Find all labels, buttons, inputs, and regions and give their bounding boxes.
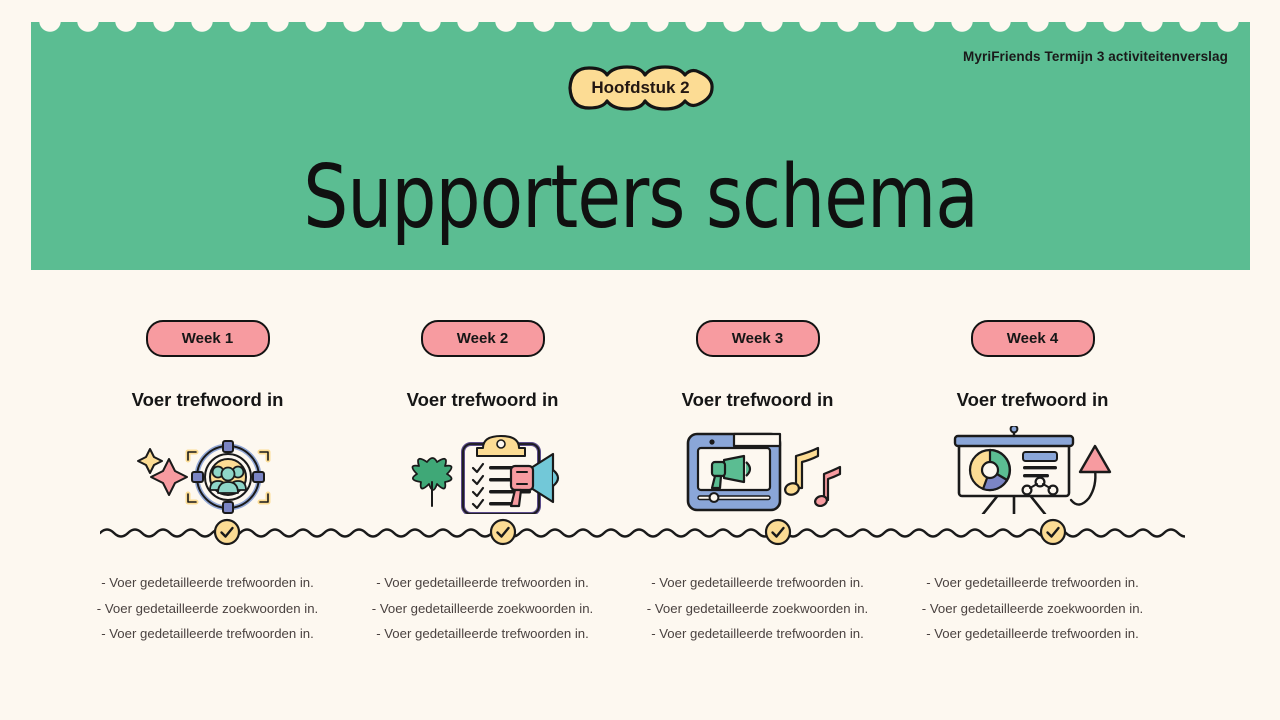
chapter-badge-label: Hoofdstuk 2	[591, 78, 690, 97]
bullet-item: - Voer gedetailleerde trefwoorden in.	[651, 626, 864, 641]
bullet-item: - Voer gedetailleerde zoekwoorden in.	[921, 600, 1144, 616]
scalloped-edge-decoration	[31, 21, 1250, 41]
bullet-item: - Voer gedetailleerde zoekwoorden in.	[96, 600, 319, 616]
bullet-column-2: - Voer gedetailleerde trefwoorden in. - …	[345, 570, 620, 647]
bullet-column-3: - Voer gedetailleerde trefwoorden in. - …	[620, 570, 895, 647]
week-column-1: Week 1 Voer trefwoord in	[70, 320, 345, 514]
week-badge-4[interactable]: Week 4	[970, 320, 1095, 357]
week-icon-3	[668, 426, 848, 514]
timeline-marker-3[interactable]	[764, 518, 792, 546]
check-circle-icon	[213, 518, 241, 546]
bullet-item: - Voer gedetailleerde trefwoorden in.	[376, 575, 589, 590]
timeline-marker-1[interactable]	[213, 518, 241, 546]
week-column-4: Week 4 Voer trefwoord in	[895, 320, 1170, 514]
week-heading-3: Voer trefwoord in	[681, 389, 834, 410]
timeline-marker-2[interactable]	[489, 518, 517, 546]
chapter-badge: Hoofdstuk 2	[565, 64, 717, 112]
bullet-item: - Voer gedetailleerde zoekwoorden in.	[646, 600, 869, 616]
week-icon-4	[943, 426, 1123, 514]
chapter-badge-container: Hoofdstuk 2	[31, 64, 1250, 112]
week-heading-1: Voer trefwoord in	[131, 389, 284, 410]
check-circle-icon	[764, 518, 792, 546]
clipboard-checklist-megaphone-icon	[411, 435, 559, 514]
cloud-shape-icon	[567, 65, 714, 111]
timeline	[100, 518, 1185, 548]
week-heading-2: Voer trefwoord in	[406, 389, 559, 410]
bullet-column-4: - Voer gedetailleerde trefwoorden in. - …	[895, 570, 1170, 647]
week-column-3: Week 3 Voer trefwoord in	[620, 320, 895, 514]
week-columns: Week 1 Voer trefwoord in	[70, 320, 1210, 514]
timeline-marker-4[interactable]	[1039, 518, 1067, 546]
video-megaphone-music-icon	[686, 432, 841, 512]
week-column-2: Week 2 Voer trefwoord in	[345, 320, 620, 514]
check-circle-icon	[1039, 518, 1067, 546]
week-badge-3[interactable]: Week 3	[695, 320, 820, 357]
bullet-column-1: - Voer gedetailleerde trefwoorden in. - …	[70, 570, 345, 647]
bullet-columns: - Voer gedetailleerde trefwoorden in. - …	[70, 570, 1210, 647]
target-audience-icon	[136, 440, 270, 514]
bullet-item: - Voer gedetailleerde trefwoorden in.	[926, 626, 1139, 641]
bullet-item: - Voer gedetailleerde trefwoorden in.	[101, 626, 314, 641]
week-icon-1	[118, 426, 298, 514]
bullet-item: - Voer gedetailleerde trefwoorden in.	[101, 575, 314, 590]
bullet-item: - Voer gedetailleerde trefwoorden in.	[926, 575, 1139, 590]
week-heading-4: Voer trefwoord in	[956, 389, 1109, 410]
presentation-chart-arrow-icon	[953, 426, 1111, 514]
week-badge-2[interactable]: Week 2	[420, 320, 545, 357]
week-icon-2	[393, 426, 573, 514]
report-label: MyriFriends Termijn 3 activiteitenversla…	[963, 49, 1228, 64]
bullet-item: - Voer gedetailleerde zoekwoorden in.	[371, 600, 594, 616]
wavy-line-decoration	[100, 528, 1185, 538]
bullet-item: - Voer gedetailleerde trefwoorden in.	[651, 575, 864, 590]
bullet-item: - Voer gedetailleerde trefwoorden in.	[376, 626, 589, 641]
check-circle-icon	[489, 518, 517, 546]
week-badge-1[interactable]: Week 1	[145, 320, 270, 357]
header-banner: MyriFriends Termijn 3 activiteitenversla…	[31, 21, 1250, 270]
page-title: Supporters schema	[303, 147, 979, 249]
